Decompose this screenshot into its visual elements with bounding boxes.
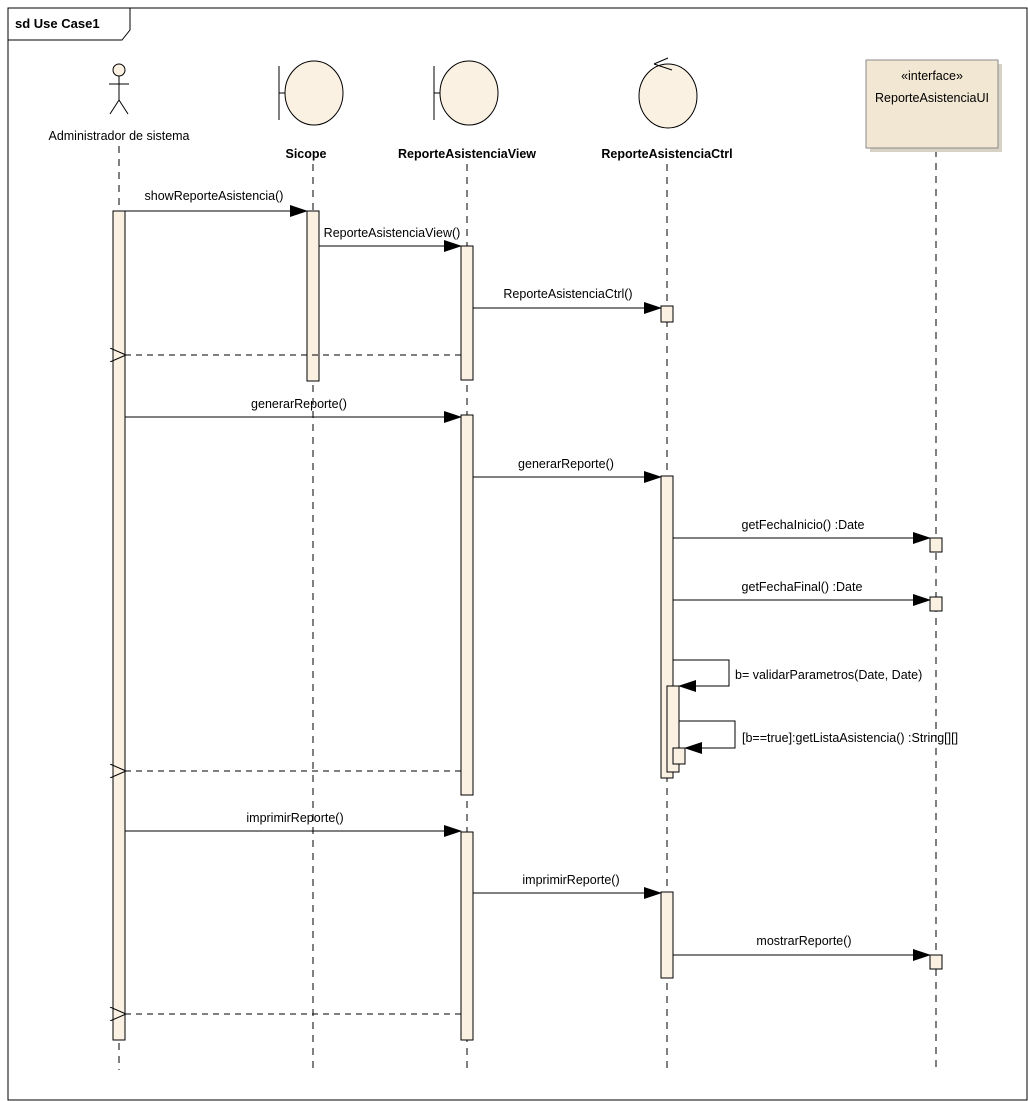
activation-ui-1	[929, 537, 943, 553]
frame-border	[7, 7, 1028, 1101]
activation-view-3	[460, 831, 474, 1041]
message-label: ReporteAsistenciaView()	[324, 226, 461, 240]
participant-sicope-label: Sicope	[286, 147, 327, 161]
activation-sicope	[306, 210, 320, 382]
message-label: b= validarParametros(Date, Date)	[735, 668, 922, 682]
participant-view-label: ReporteAsistenciaView	[398, 147, 536, 161]
activation-ctrl-1	[660, 305, 674, 323]
message-label: generarReporte()	[251, 397, 347, 411]
interface-stereotype: «interface»	[901, 69, 963, 83]
activation-ctrl-3	[660, 891, 674, 979]
activation-view-2	[460, 414, 474, 796]
frame-title-tab	[7, 7, 131, 41]
activation-ui-3	[929, 954, 943, 970]
interface-name: ReporteAsistenciaUI	[875, 91, 989, 105]
message-label: ReporteAsistenciaCtrl()	[503, 287, 632, 301]
control-icon	[638, 57, 698, 129]
message-label: [b==true]:getListaAsistencia() :String[]…	[742, 731, 958, 745]
participant-ctrl-label: ReporteAsistenciaCtrl	[601, 147, 732, 161]
actor-stick-figure-icon	[109, 63, 129, 115]
message-label: generarReporte()	[518, 457, 614, 471]
boundary-icon	[433, 60, 499, 126]
message-label: showReporteAsistencia()	[145, 189, 284, 203]
message-label: imprimirReporte()	[246, 811, 343, 825]
self-message-arrow	[679, 720, 736, 754]
message-label: getFechaFinal() :Date	[742, 580, 863, 594]
message-label: mostrarReporte()	[756, 934, 851, 948]
activation-view-1	[460, 245, 474, 381]
message-label: imprimirReporte()	[522, 873, 619, 887]
self-message-arrow	[673, 659, 730, 692]
participant-actor-label: Administrador de sistema	[48, 129, 189, 143]
boundary-icon	[278, 60, 344, 126]
activation-ui-2	[929, 596, 943, 612]
message-label: getFechaInicio() :Date	[742, 518, 865, 532]
frame-title: sd Use Case1	[15, 16, 100, 31]
interface-box	[865, 59, 999, 149]
activation-ctrl-self-2	[672, 747, 686, 765]
activation-actor	[112, 210, 126, 1041]
